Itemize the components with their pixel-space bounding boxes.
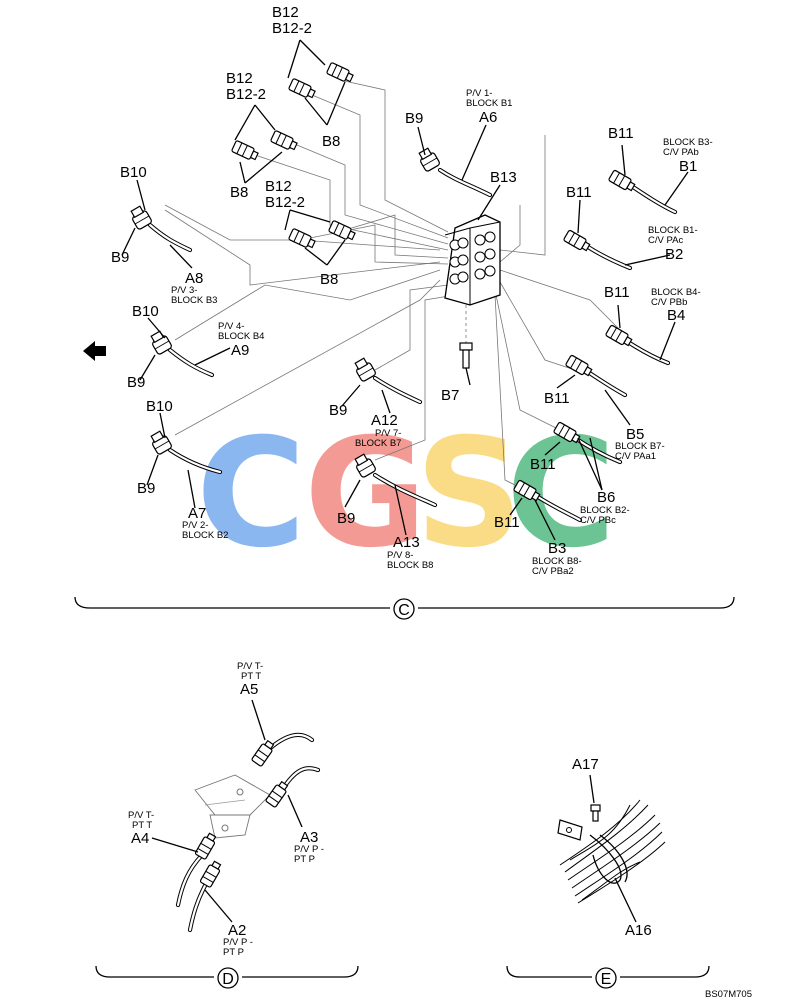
label-b9-top: B9	[405, 110, 423, 127]
label-a12: A12	[371, 412, 398, 429]
label-a8-desc-1: P/V 3-	[171, 285, 197, 296]
leader-lines	[121, 39, 689, 541]
label-b8-2: B8	[230, 184, 248, 201]
label-b12-mid-b: B12-2	[226, 86, 266, 103]
section-d-detail	[151, 699, 321, 933]
label-b11-6: B11	[494, 514, 520, 531]
label-a17: A17	[572, 756, 599, 773]
label-b5-desc-1: BLOCK B7-	[615, 441, 665, 452]
label-b1: B1	[679, 158, 697, 175]
label-b10-3: B10	[146, 398, 173, 415]
label-a13: A13	[393, 534, 420, 551]
section-e-label: E	[601, 971, 612, 988]
label-a3: A3	[300, 829, 318, 846]
label-b3: B3	[548, 540, 566, 557]
section-e-detail	[557, 774, 666, 923]
label-b4: B4	[667, 307, 685, 324]
label-a8: A8	[185, 270, 203, 287]
label-b11-5: B11	[530, 456, 556, 473]
label-a2-desc-2: PT P	[223, 947, 244, 958]
label-a9-desc-2: BLOCK B4	[218, 331, 264, 342]
label-a4: A4	[131, 830, 149, 847]
hoses-right	[512, 169, 678, 523]
label-b10-1: B10	[120, 164, 147, 181]
label-a12-desc-2: BLOCK B7	[355, 438, 401, 449]
label-b12-top-b: B12-2	[272, 20, 312, 37]
watermark-letter-s: S	[415, 407, 523, 581]
left-arrow-icon	[83, 341, 106, 361]
label-a7-desc-1: P/V 2-	[182, 520, 208, 531]
label-a5-desc-2: PT T	[241, 671, 261, 682]
section-d-label: D	[222, 971, 234, 988]
label-b11-3: B11	[604, 284, 630, 301]
section-c-bracket: C	[74, 596, 735, 620]
manifold-block	[444, 214, 501, 306]
section-e-bracket: E	[506, 965, 710, 989]
hoses-left	[127, 204, 438, 508]
figure-code: BS07M705	[705, 989, 752, 1000]
label-a4-desc-1: P/V T-	[128, 810, 154, 821]
label-a13-desc-1: P/V 8-	[387, 550, 413, 561]
section-c-labels: B12 B12-2 B12 B12-2 B8 B8 B12 B12-2 B8 B…	[111, 4, 713, 577]
label-a2: A2	[228, 922, 246, 939]
label-a2-desc-1: P/V P -	[223, 937, 253, 948]
label-a6-desc-1: P/V 1-	[466, 88, 492, 99]
label-b13: B13	[490, 169, 517, 186]
label-b9-1: B9	[111, 249, 129, 266]
label-b8-3: B8	[320, 271, 338, 288]
label-a5-desc-1: P/V T-	[237, 661, 263, 672]
label-b3-desc-1: BLOCK B8-	[532, 556, 582, 567]
label-a12-desc-1: P/V 7-	[375, 428, 401, 439]
section-d-bracket: D	[95, 965, 359, 989]
label-b11-2: B11	[566, 184, 592, 201]
label-b2-desc-1: BLOCK B1-	[648, 225, 698, 236]
label-b12-low-b: B12-2	[265, 194, 305, 211]
label-b6-desc-2: C/V PBc	[580, 515, 616, 526]
label-a16: A16	[625, 922, 652, 939]
label-b12-mid-a: B12	[226, 70, 253, 87]
label-b11-1: B11	[608, 125, 634, 142]
label-b1-desc-1: BLOCK B3-	[663, 137, 713, 148]
label-b11-4: B11	[544, 390, 570, 407]
label-a8-desc-2: BLOCK B3	[171, 295, 217, 306]
label-b3-desc-2: C/V PBa2	[532, 566, 574, 577]
label-b5: B5	[626, 426, 644, 443]
label-a7: A7	[188, 505, 206, 522]
label-b12-low-a: B12	[265, 178, 292, 195]
label-b9-5: B9	[337, 510, 355, 527]
section-e-labels: A17 A16	[572, 756, 652, 939]
label-b2: B2	[665, 246, 683, 263]
label-b4-desc-1: BLOCK B4-	[651, 287, 701, 298]
section-c-label: C	[398, 602, 410, 619]
section-d-labels: P/V T- PT T A5 P/V T- PT T A4 A3 P/V P -…	[128, 661, 324, 958]
label-b6-desc-1: BLOCK B2-	[580, 505, 630, 516]
label-b8-1: B8	[322, 133, 340, 150]
label-a5: A5	[240, 681, 258, 698]
label-a4-desc-2: PT T	[132, 820, 152, 831]
hose-a6	[415, 146, 493, 198]
label-b9-3: B9	[137, 480, 155, 497]
label-a13-desc-2: BLOCK B8	[387, 560, 433, 571]
label-a9-desc-1: P/V 4-	[218, 321, 244, 332]
label-b9-2: B9	[127, 374, 145, 391]
label-b6: B6	[597, 489, 615, 506]
routing-lines	[164, 79, 621, 491]
label-b4-desc-2: C/V PBb	[651, 297, 687, 308]
label-b5-desc-2: C/V PAa1	[615, 451, 656, 462]
label-b9-4: B9	[329, 402, 347, 419]
label-b1-desc-2: C/V PAb	[663, 147, 699, 158]
watermark-letter-c1: C	[196, 407, 306, 581]
label-b12-top-a: B12	[272, 4, 299, 21]
label-a9: A9	[231, 342, 249, 359]
label-b10-2: B10	[132, 303, 159, 320]
label-a6-desc-2: BLOCK B1	[466, 98, 512, 109]
bolt	[459, 342, 473, 369]
label-a7-desc-2: BLOCK B2	[182, 530, 228, 541]
label-a3-desc-2: PT P	[294, 854, 315, 865]
label-a3-desc-1: P/V P -	[294, 844, 324, 855]
label-b7: B7	[441, 387, 459, 404]
label-b2-desc-2: C/V PAc	[648, 235, 683, 246]
label-a6: A6	[479, 109, 497, 126]
